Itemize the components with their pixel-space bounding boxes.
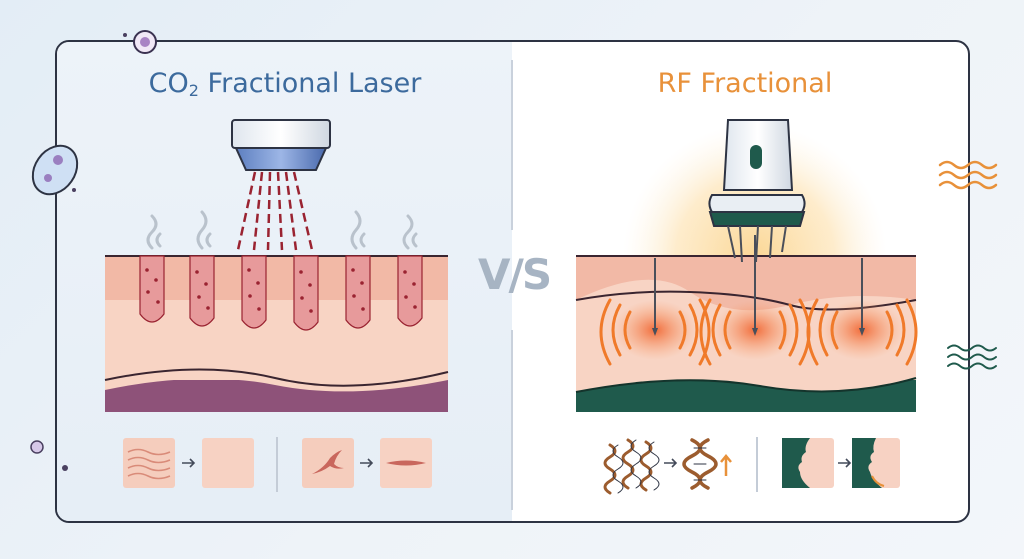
increased-collagen-icon [682, 438, 718, 490]
collagen-fibers-icon [603, 438, 660, 495]
arrow-icon [838, 458, 852, 468]
lifted-face-profile-icon [852, 438, 900, 488]
smooth-skin-icon [202, 438, 254, 488]
bacteria-icon [30, 30, 157, 471]
rf-fractional-title: RF Fractional [657, 68, 833, 99]
laser-rays [236, 171, 314, 251]
vs-label: V/S [478, 250, 552, 299]
rf-skin-diagram [575, 119, 918, 412]
laser-handpiece [231, 119, 331, 171]
arrow-icon [182, 458, 196, 468]
rf-heat-zones [599, 298, 918, 366]
title-rest: Fractional Laser [198, 68, 422, 99]
wrinkle-lines-icon [123, 438, 175, 488]
arrow-icon [360, 458, 374, 468]
center-divider-top [511, 60, 513, 230]
steam-icon [146, 210, 418, 250]
center-divider-bottom [511, 330, 513, 510]
title-subscript: 2 [188, 81, 199, 100]
smoothed-scar-icon [380, 438, 432, 488]
rf-needles [654, 235, 863, 330]
wave-lines-icon [947, 344, 997, 370]
increase-arrow-icon [720, 454, 732, 476]
laser-dots [145, 268, 417, 313]
rf-handpiece [708, 119, 806, 263]
laser-skin-diagram [104, 119, 449, 412]
wave-lines-icon [938, 160, 998, 190]
co2-laser-title: CO2 Fractional Laser [130, 68, 440, 100]
arrow-icon [664, 458, 678, 468]
title-co: CO [148, 68, 189, 99]
face-profile-icon [782, 438, 834, 488]
scar-icon [302, 438, 354, 488]
